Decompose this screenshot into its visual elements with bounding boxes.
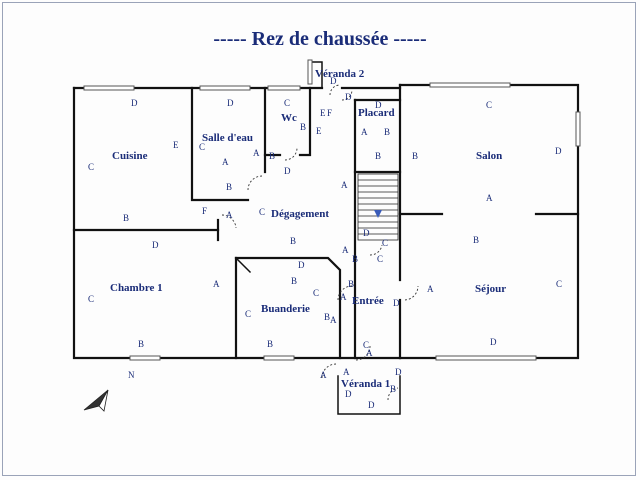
wall-letter: C	[88, 162, 94, 172]
room-wc: Wc	[281, 112, 297, 124]
wall-letter: D	[227, 98, 234, 108]
wall-letter: C	[363, 340, 369, 350]
wall-letters: D C E B D B A C D C B E D E F D D A B A …	[88, 76, 562, 410]
wall-letter: A	[253, 148, 260, 158]
wall-letter: A	[330, 315, 337, 325]
wall-letter: D	[131, 98, 138, 108]
room-entree: Entrée	[352, 295, 384, 307]
plan-title: ----- Rez de chaussée -----	[213, 28, 427, 50]
wall-letter: B	[352, 254, 358, 264]
wall-letter: E	[173, 140, 179, 150]
wall-letter: E	[320, 108, 326, 118]
wall-letter: A	[222, 157, 229, 167]
wall-letter: B	[324, 312, 330, 322]
room-veranda-1: Véranda 1	[341, 378, 390, 390]
wall-letter: D	[368, 400, 375, 410]
wall-letter: D	[490, 337, 497, 347]
drawing-frame	[2, 2, 636, 476]
wall-letter: D	[345, 92, 352, 102]
wall-letter: C	[377, 254, 383, 264]
wall-letter: C	[382, 238, 388, 248]
room-buanderie: Buanderie	[261, 303, 310, 315]
wall-wc-bottom-right	[298, 86, 312, 157]
wall-letter: D	[555, 146, 562, 156]
wall-letter: C	[245, 309, 251, 319]
wall-letter: B	[412, 151, 418, 161]
room-salle-eau: Salle d'eau	[202, 132, 253, 144]
wall-letter: A	[226, 210, 233, 220]
wall-letter: C	[259, 207, 265, 217]
doors	[221, 84, 419, 401]
walls	[72, 61, 580, 415]
wall-letter: A	[341, 180, 348, 190]
wall-letter: B	[348, 279, 354, 289]
wall-letter: B	[384, 127, 390, 137]
wall-letter: B	[300, 122, 306, 132]
wall-buanderie-corner	[234, 256, 252, 274]
wall-letter: A	[213, 279, 220, 289]
wall-letter: C	[88, 294, 94, 304]
wall-letter: D	[330, 76, 337, 86]
wall-right-block	[398, 83, 580, 360]
windows	[83, 59, 581, 361]
wall-letter: D	[363, 228, 370, 238]
wall-letter: C	[199, 142, 205, 152]
wall-letter: D	[298, 260, 305, 270]
wall-letter: B	[291, 276, 297, 286]
wall-letter: D	[393, 298, 400, 308]
wall-letter: D	[375, 100, 382, 110]
room-chambre-1: Chambre 1	[110, 282, 163, 294]
wall-buanderie	[234, 256, 342, 360]
room-salon: Salon	[476, 150, 502, 162]
wall-letter: B	[138, 339, 144, 349]
wall-letter: A	[486, 193, 493, 203]
room-placard: Placard	[358, 107, 395, 119]
wall-letter: B	[375, 151, 381, 161]
wall-letter: A	[366, 348, 373, 358]
room-degagement: Dégagement	[271, 208, 329, 220]
wall-letter: C	[313, 288, 319, 298]
wall-letter: A	[343, 367, 350, 377]
wall-letter: A	[427, 284, 434, 294]
wall-letter: A	[342, 245, 349, 255]
wall-letter: B	[473, 235, 479, 245]
wall-veranda1	[337, 375, 401, 415]
room-cuisine: Cuisine	[112, 150, 148, 162]
room-labels: Cuisine Salle d'eau Wc Véranda 2 Placard…	[110, 68, 506, 390]
wall-letter: F	[327, 108, 332, 118]
wall-letter: F	[202, 206, 207, 216]
wall-letter: E	[316, 126, 322, 136]
wall-letter: B	[290, 236, 296, 246]
wall-letter: D	[395, 367, 402, 377]
wall-letter: A	[340, 292, 347, 302]
wall-letter: B	[269, 151, 275, 161]
wall-letter: B	[123, 213, 129, 223]
wall-letter: C	[284, 98, 290, 108]
wall-letter: D	[152, 240, 159, 250]
wall-letter: D	[345, 389, 352, 399]
wall-letter: D	[284, 166, 291, 176]
wall-letter: B	[226, 182, 232, 192]
wall-salle-eau	[190, 86, 250, 202]
wall-letter: C	[556, 279, 562, 289]
wall-veranda2	[309, 61, 323, 89]
wall-letter: B	[390, 384, 396, 394]
room-veranda-2: Véranda 2	[315, 68, 365, 80]
north-arrow-icon: N	[83, 370, 135, 412]
wall-letter: C	[486, 100, 492, 110]
room-sejour: Séjour	[475, 283, 506, 295]
north-label: N	[128, 370, 135, 380]
wall-letter: A	[361, 127, 368, 137]
stairs	[357, 173, 399, 241]
wall-letter: A	[320, 370, 327, 380]
wall-letter: B	[267, 339, 273, 349]
